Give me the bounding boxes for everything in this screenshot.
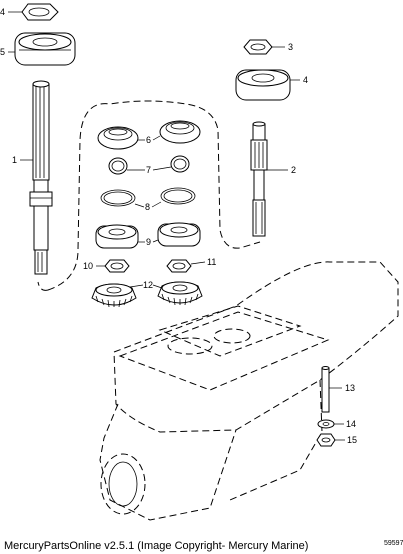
callout-5: 5 xyxy=(0,47,5,57)
part-15-nut[interactable] xyxy=(316,433,336,447)
callout-12: 12 xyxy=(143,280,153,290)
part-8-shim-right[interactable] xyxy=(160,187,196,205)
part-6-bearing-cup-right[interactable] xyxy=(159,120,201,144)
gear-housing[interactable] xyxy=(99,261,399,521)
part-9-bearing-right[interactable] xyxy=(157,222,201,247)
part-2-pinion-shaft[interactable] xyxy=(250,121,268,237)
part-4-nut-left[interactable] xyxy=(21,3,59,21)
part-3-nut-right[interactable] xyxy=(243,39,273,55)
callout-7: 7 xyxy=(146,165,151,175)
part-9-bearing-left[interactable] xyxy=(95,224,139,249)
image-copyright-caption: MercuryPartsOnline v2.5.1 (Image Copyrig… xyxy=(4,540,309,552)
callout-8: 8 xyxy=(145,202,150,212)
part-12-gear-right[interactable] xyxy=(157,281,203,306)
callout-15: 15 xyxy=(347,435,357,445)
part-13-stud[interactable] xyxy=(321,366,330,413)
part-6-bearing-cup-left[interactable] xyxy=(97,126,139,150)
part-10-nut[interactable] xyxy=(104,259,130,273)
callout-4-left: 4 xyxy=(0,7,5,17)
part-11-nut[interactable] xyxy=(166,259,192,273)
callout-13: 13 xyxy=(345,383,355,393)
part-14-washer[interactable] xyxy=(317,419,335,429)
part-7-ring-left[interactable] xyxy=(108,157,128,175)
callout-10: 10 xyxy=(83,261,93,271)
dashed-group-outline xyxy=(37,100,261,291)
part-8-shim-left[interactable] xyxy=(100,189,136,207)
part-12-gear-left[interactable] xyxy=(91,283,137,308)
part-1-drive-shaft[interactable] xyxy=(29,80,53,275)
part-4-bearing-right[interactable] xyxy=(235,69,291,101)
callout-1: 1 xyxy=(12,155,17,165)
callout-14: 14 xyxy=(346,419,356,429)
callout-3: 3 xyxy=(288,42,293,52)
callout-4-right: 4 xyxy=(303,75,308,85)
part-7-ring-right[interactable] xyxy=(170,155,190,173)
callout-6: 6 xyxy=(146,135,151,145)
callout-11: 11 xyxy=(207,257,216,267)
callout-2: 2 xyxy=(291,165,296,175)
document-number: 59597 xyxy=(384,540,403,547)
callout-9: 9 xyxy=(146,237,151,247)
part-5-bearing[interactable] xyxy=(14,32,76,66)
